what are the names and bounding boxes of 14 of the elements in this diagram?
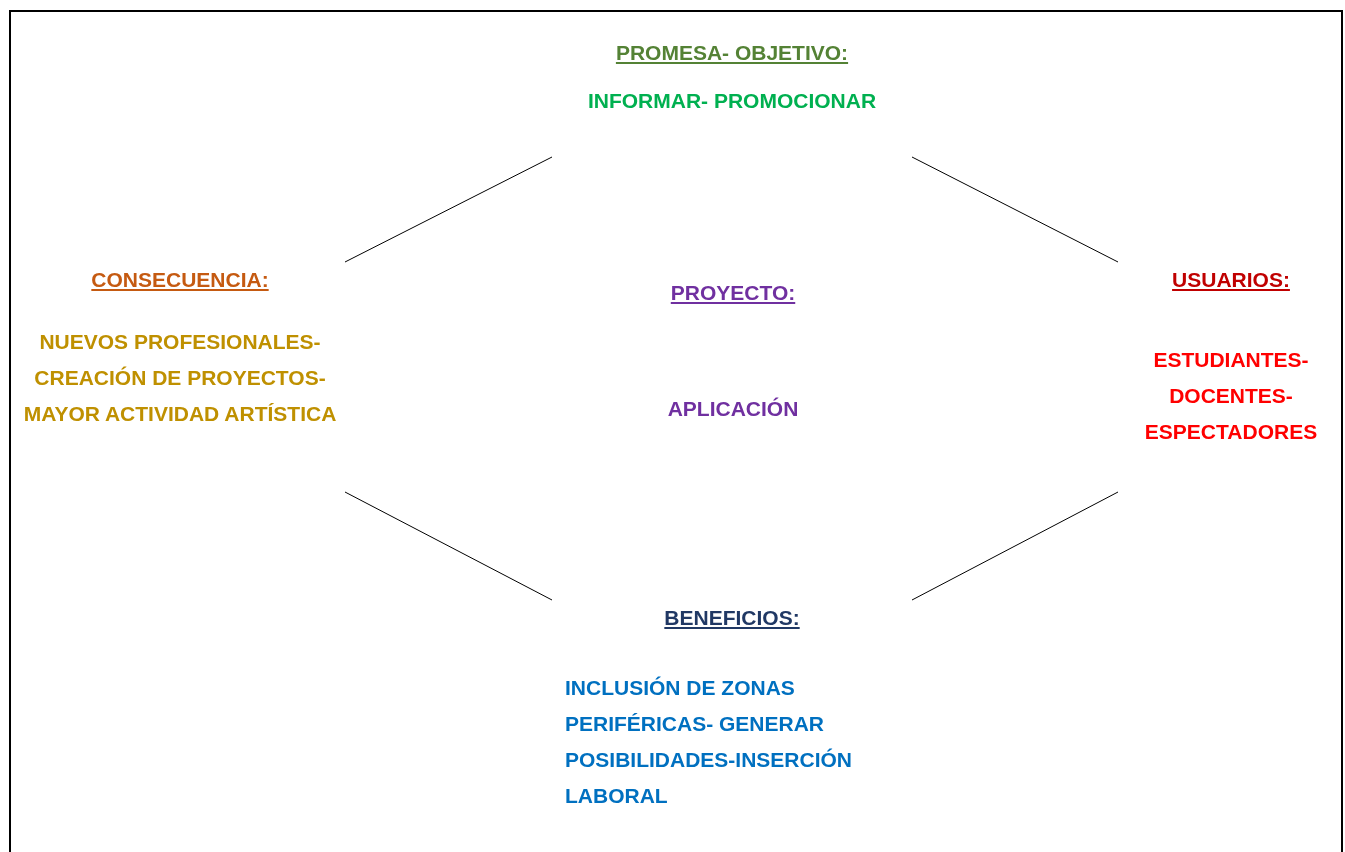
connector-line [911, 491, 1119, 601]
node-heading: PROYECTO: [669, 280, 797, 306]
node-heading: CONSECUENCIA: [90, 267, 270, 293]
connector-line [344, 491, 553, 601]
node-text: INFORMAR- PROMOCIONAR [586, 88, 878, 114]
node-heading: PROMESA- OBJETIVO: [614, 40, 850, 66]
node-heading: USUARIOS: [1171, 267, 1291, 293]
node-heading: BENEFICIOS: [663, 605, 801, 631]
node-text: NUEVOS PROFESIONALES- CREACIÓN DE PROYECTOS- MAYOR ACTIVIDAD ARTÍSTICA [22, 329, 338, 427]
node-text: APLICACIÓN [666, 396, 800, 422]
connector-line [344, 156, 553, 263]
node-text: ESTUDIANTES- DOCENTES- ESPECTADORES [1143, 347, 1319, 445]
node-text: INCLUSIÓN DE ZONAS PERIFÉRICAS- GENERAR POSIBILIDADES-INSERCIÓN LABORAL [564, 675, 854, 809]
connector-line [911, 156, 1119, 263]
